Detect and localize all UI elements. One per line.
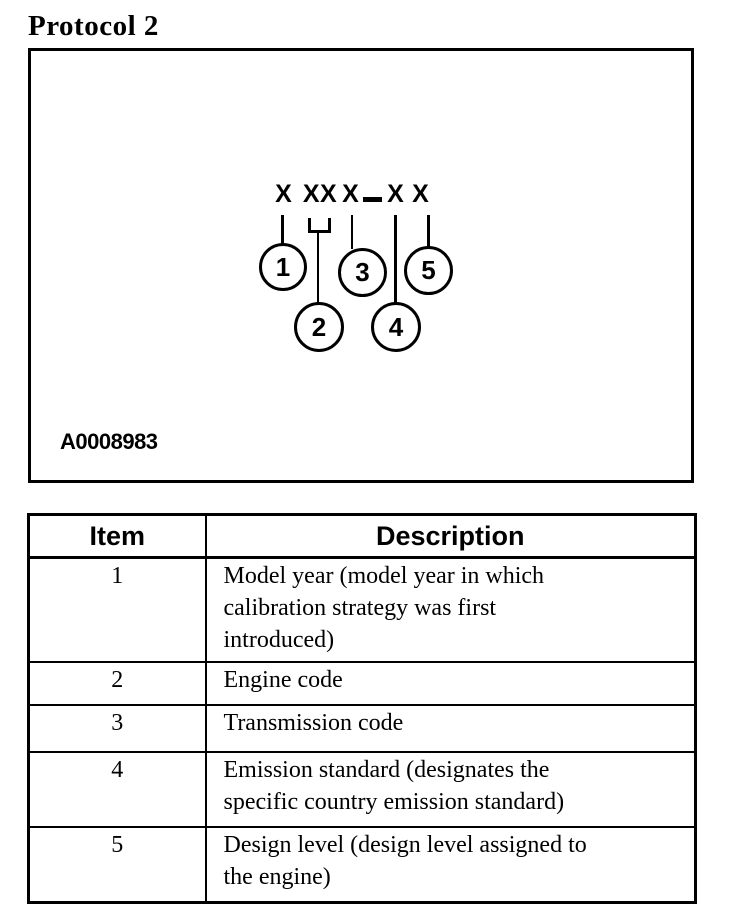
callout-line-4 [394,215,397,303]
code-char-6: X [412,180,430,208]
callout-number-5: 5 [421,255,436,285]
table-row: 2 Engine code [27,660,697,706]
callout-bracket-left [308,218,311,231]
callout-line-2 [317,232,319,304]
code-char-2-3: XX [302,180,338,208]
table-row: 4 Emission standard (designates the spec… [27,750,697,828]
description-cell: Engine code [204,660,697,706]
item-cell: 2 [27,660,207,706]
item-description-table: Item Description 1 Model year (model yea… [27,513,697,904]
item-cell: 4 [27,750,207,828]
code-char-4: X [342,180,360,208]
description-cell: Emission standard (designates the specif… [204,750,697,828]
table-row: 5 Design level (design level assigned to… [27,825,697,904]
callout-circle-1: 1 [259,243,307,291]
item-cell: 1 [27,556,207,663]
callout-line-1 [281,215,284,245]
description-column-header: Description [204,513,697,559]
callout-bracket-bar [308,230,331,233]
callout-number-1: 1 [275,251,291,282]
calibration-code-figure: X XX X - X X 1 2 3 4 5 A0008983 [28,48,694,483]
callout-number-4: 4 [388,311,404,342]
code-separator-dash: - [363,197,382,202]
callout-line-5 [427,215,430,247]
description-cell: Transmission code [204,703,697,753]
callout-number-2: 2 [311,311,327,342]
callout-circle-4: 4 [371,302,421,352]
callout-circle-3: 3 [338,248,387,297]
table-row: 3 Transmission code [27,703,697,753]
item-cell: 3 [27,703,207,753]
code-char-1: X [275,180,293,208]
callout-bracket-right [328,218,331,231]
callout-number-3: 3 [355,257,370,287]
callout-circle-2: 2 [294,302,344,352]
item-cell: 5 [27,825,207,904]
page-title: Protocol 2 [28,10,159,42]
table-row: 1 Model year (model year in which calibr… [27,556,697,663]
description-cell: Model year (model year in which calibrat… [204,556,697,663]
description-cell: Design level (design level assigned to t… [204,825,697,904]
code-char-5: X [387,180,405,208]
callout-line-3 [351,215,353,249]
table-header-row: Item Description [27,513,697,559]
figure-reference-code: A0008983 [60,429,158,454]
callout-circle-5: 5 [404,246,453,295]
item-column-header: Item [27,513,207,559]
